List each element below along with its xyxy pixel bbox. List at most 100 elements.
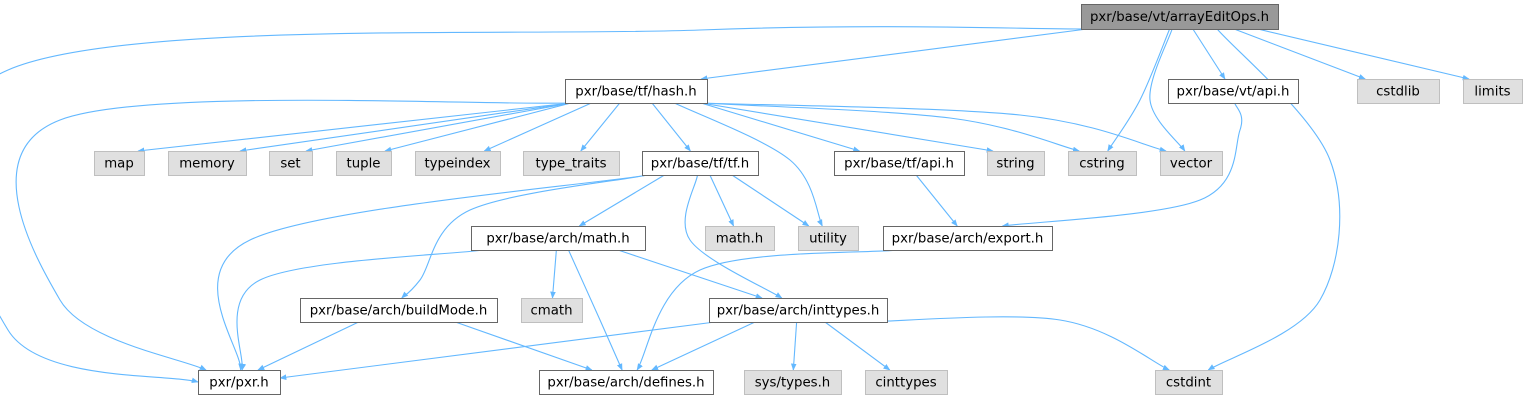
- node-cstring: cstring: [1068, 151, 1137, 176]
- node-arrayEditOps[interactable]: pxr/base/vt/arrayEditOps.h: [1081, 4, 1279, 30]
- edge-tf_hash-to-typeindex: [483, 102, 592, 152]
- edge-tf_hash-to-tf_tf: [651, 102, 691, 152]
- node-box: [987, 151, 1045, 176]
- node-label: pxr/base/tf/api.h: [844, 157, 954, 172]
- node-arch_math[interactable]: pxr/base/arch/math.h: [471, 226, 646, 251]
- node-arch_inttypes[interactable]: pxr/base/arch/inttypes.h: [709, 298, 888, 323]
- node-typeindex: typeindex: [415, 151, 501, 176]
- node-arch_export[interactable]: pxr/base/arch/export.h: [883, 226, 1053, 251]
- node-box: [539, 370, 714, 395]
- node-label: memory: [179, 157, 235, 172]
- node-box: [1081, 4, 1279, 30]
- node-string: string: [987, 151, 1045, 176]
- node-label: typeindex: [424, 157, 490, 172]
- node-label: pxr/base/vt/api.h: [1177, 85, 1290, 100]
- node-label: pxr/base/arch/inttypes.h: [717, 304, 880, 319]
- edge-arch_math-to-pxr_h: [236, 249, 484, 371]
- node-arch_defines[interactable]: pxr/base/arch/defines.h: [539, 370, 714, 395]
- node-box: [709, 298, 888, 323]
- edge-arch_export-to-arch_defines: [636, 249, 901, 371]
- edge-arch_buildMode-to-pxr_h: [257, 321, 359, 371]
- edge-arch_math-to-arch_defines: [567, 249, 623, 371]
- edge-tf_hash-to-utility: [674, 102, 823, 227]
- edge-arrayEditOps-to-tf_hash: [700, 28, 1088, 81]
- node-label: math.h: [716, 232, 763, 247]
- node-label: cmath: [530, 304, 572, 319]
- node-label: pxr/pxr.h: [209, 376, 268, 391]
- node-set: set: [269, 151, 313, 176]
- edge-tf_hash-to-tuple: [384, 102, 572, 153]
- node-box: [269, 151, 313, 176]
- edge-tf_tf-to-arch_inttypes: [684, 174, 783, 299]
- node-memory: memory: [168, 151, 247, 176]
- node-box: [523, 151, 620, 176]
- edge-arch_inttypes-to-cinttypes: [824, 321, 891, 371]
- node-label: pxr/base/arch/math.h: [486, 232, 629, 247]
- edge-tf_hash-to-memory: [239, 102, 572, 153]
- node-box: [705, 226, 775, 251]
- node-box: [1068, 151, 1137, 176]
- node-vt_api[interactable]: pxr/base/vt/api.h: [1168, 79, 1299, 104]
- node-cmath: cmath: [521, 298, 583, 323]
- edge-arrayEditOps-to-cstdlib: [1233, 28, 1366, 80]
- node-label: cstring: [1079, 157, 1124, 172]
- edge-tf_hash-to-string: [700, 102, 994, 153]
- edge-arch_buildMode-to-arch_defines: [455, 321, 593, 371]
- node-type_traits: type_traits: [523, 151, 620, 176]
- node-cinttypes: cinttypes: [865, 370, 948, 395]
- node-box: [642, 151, 759, 176]
- edge-arch_math-to-cmath: [550, 249, 557, 299]
- edge-arch_inttypes-to-pxr_h: [279, 321, 716, 380]
- edge-tf_hash-to-tf_api: [700, 102, 861, 152]
- node-label: string: [996, 157, 1034, 172]
- node-box: [1160, 151, 1223, 176]
- edge-tf_hash-to-set: [305, 102, 572, 153]
- node-label: pxr/base/arch/buildMode.h: [310, 304, 488, 319]
- node-box: [798, 226, 859, 251]
- node-box: [94, 151, 145, 176]
- node-label: pxr/base/vt/arrayEditOps.h: [1090, 10, 1269, 25]
- node-label: limits: [1474, 85, 1510, 100]
- node-box: [865, 370, 948, 395]
- node-cstdint: cstdint: [1155, 370, 1223, 395]
- node-box: [521, 298, 583, 323]
- node-box: [1357, 79, 1440, 104]
- node-label: set: [280, 157, 300, 172]
- node-box: [883, 226, 1053, 251]
- node-label: cinttypes: [875, 376, 936, 391]
- node-label: map: [104, 157, 134, 172]
- edge-vt_api-to-arch_export: [1001, 102, 1243, 228]
- edge-tf_hash-to-vector: [700, 102, 1167, 153]
- node-utility: utility: [798, 226, 859, 251]
- node-box: [471, 226, 646, 251]
- node-box: [1155, 370, 1223, 395]
- node-map: map: [94, 151, 145, 176]
- node-tuple: tuple: [336, 151, 392, 176]
- edge-tf_tf-to-utility: [731, 174, 810, 227]
- node-label: sys/types.h: [755, 376, 831, 391]
- node-label: utility: [809, 232, 847, 247]
- edge-arrayEditOps-to-vector: [1149, 28, 1186, 152]
- edge-tf_api-to-arch_export: [915, 174, 958, 227]
- node-tf_hash[interactable]: pxr/base/tf/hash.h: [565, 79, 708, 104]
- edge-tf_hash-to-map: [137, 102, 572, 154]
- node-tf_tf[interactable]: pxr/base/tf/tf.h: [642, 151, 759, 176]
- node-label: pxr/base/tf/hash.h: [575, 85, 696, 100]
- edge-tf_hash-to-cstring: [700, 102, 1080, 153]
- node-label: type_traits: [535, 157, 606, 172]
- node-box: [1168, 79, 1299, 104]
- edge-arrayEditOps-to-pxr_h: [0, 26, 1088, 384]
- node-pxr_h[interactable]: pxr/pxr.h: [198, 370, 281, 395]
- node-label: vector: [1170, 157, 1213, 172]
- node-box: [336, 151, 392, 176]
- node-vector: vector: [1160, 151, 1223, 176]
- node-tf_api[interactable]: pxr/base/tf/api.h: [834, 151, 965, 176]
- node-arch_buildMode[interactable]: pxr/base/arch/buildMode.h: [300, 298, 498, 323]
- nodes-layer: pxr/base/vt/arrayEditOps.h pxr/base/tf/ha…: [94, 4, 1523, 395]
- node-limits: limits: [1463, 79, 1523, 104]
- node-label: pxr/base/arch/export.h: [892, 232, 1044, 247]
- edge-arrayEditOps-to-cstring: [1107, 28, 1171, 152]
- edge-arch_inttypes-to-cstdint: [863, 316, 1170, 371]
- edge-tf_hash-to-type_traits: [580, 102, 621, 152]
